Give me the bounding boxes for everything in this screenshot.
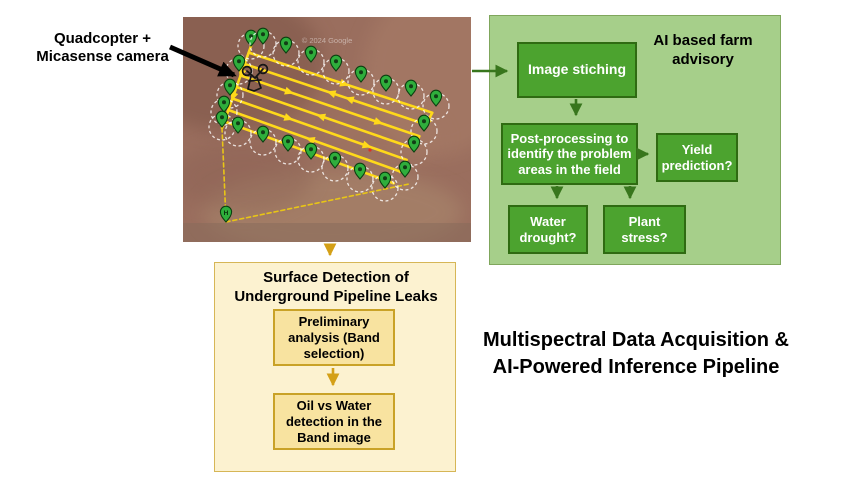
farm-advisory-title: AI based farm advisory (653, 32, 753, 68)
map-watermark: © 2024 Google (302, 36, 353, 45)
home-marker: H (219, 205, 233, 223)
node-water-drought: Water drought? (508, 205, 588, 254)
node-preliminary-analysis: Preliminary analysis (Band selection) (273, 309, 395, 366)
aerial-field-image: H © 2024 Google (183, 17, 471, 242)
drone-icon (241, 63, 269, 92)
pipeline-leak-panel: Surface Detection of Underground Pipelin… (214, 262, 456, 472)
quadcopter-label: Quadcopter + Micasense camera (25, 30, 180, 66)
node-yield-prediction: Yield prediction? (656, 133, 738, 182)
main-title: Multispectral Data Acquisition & AI-Powe… (458, 327, 814, 381)
node-oil-water-detection: Oil vs Water detection in the Band image (273, 393, 395, 450)
node-plant-stress: Plant stress? (603, 205, 686, 254)
quadcopter-label-line2: Micasense camera (36, 48, 169, 65)
node-image-stitching: Image stiching (517, 42, 637, 98)
quadcopter-label-line1: Quadcopter + (53, 30, 152, 47)
main-title-line2: AI-Powered Inference Pipeline (492, 356, 780, 378)
node-post-processing: Post-processing to identify the problem … (501, 123, 638, 185)
pipeline-leak-title: Surface Detection of Underground Pipelin… (234, 269, 438, 305)
main-title-line1: Multispectral Data Acquisition & (483, 329, 789, 351)
field-center-dot (368, 148, 372, 152)
farm-advisory-panel: AI based farm advisory Image stiching Po… (489, 15, 781, 265)
home-marker-label: H (224, 210, 229, 217)
